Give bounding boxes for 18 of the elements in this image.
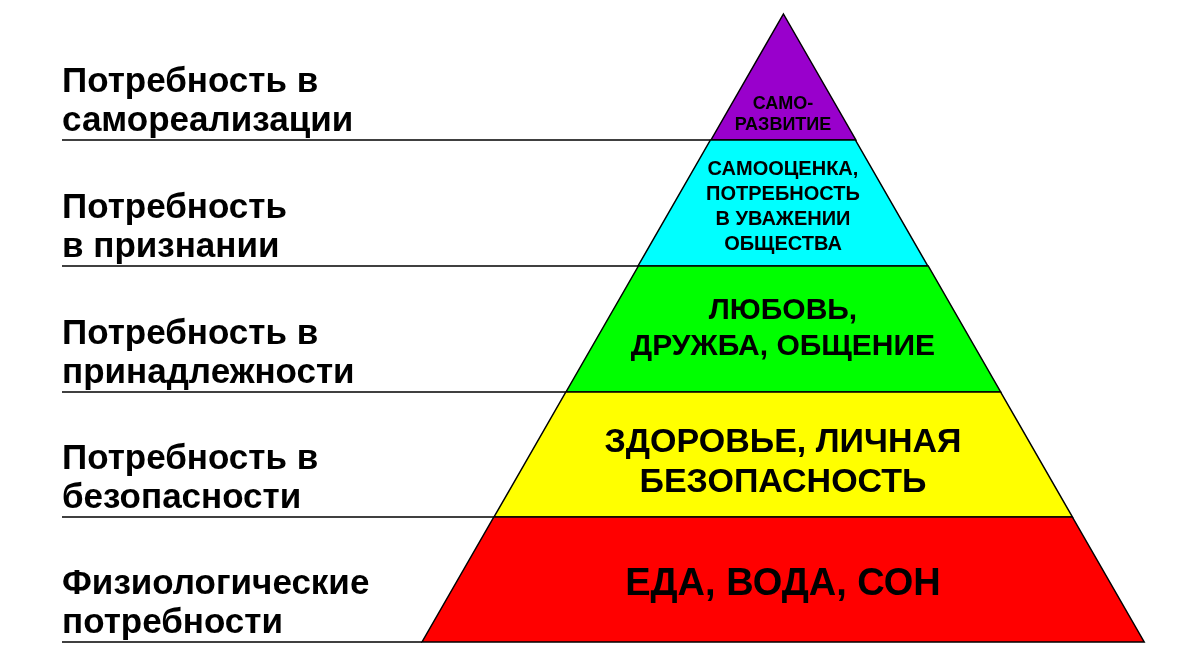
pyramid-tier [638,140,928,266]
pyramid-tier [493,392,1073,517]
leader-line [61,641,423,643]
need-label: Потребность в признании [62,186,287,266]
need-label: Потребность в самореализации [62,60,354,140]
tier-label: ЗДОРОВЬЕ, ЛИЧНАЯ БЕЗОПАСНОСТЬ [604,420,962,500]
leader-line [61,265,639,267]
tier-label: ЛЮБОВЬ, ДРУЖБА, ОБЩЕНИЕ [630,291,936,363]
need-label: Потребность в принадлежности [62,312,355,392]
tier-label: ЕДА, ВОДА, СОН [625,560,941,604]
leader-line [61,516,495,518]
pyramid-tier [421,517,1145,642]
need-label: Физиологические потребности [62,562,370,642]
pyramid-tier [565,266,1001,392]
tier-label: САМО- РАЗВИТИЕ [734,93,832,135]
leader-line [61,391,567,393]
need-label: Потребность в безопасности [62,437,319,517]
tier-label: САМООЦЕНКА, ПОТРЕБНОСТЬ В УВАЖЕНИИ ОБЩЕСТВА [706,156,860,256]
